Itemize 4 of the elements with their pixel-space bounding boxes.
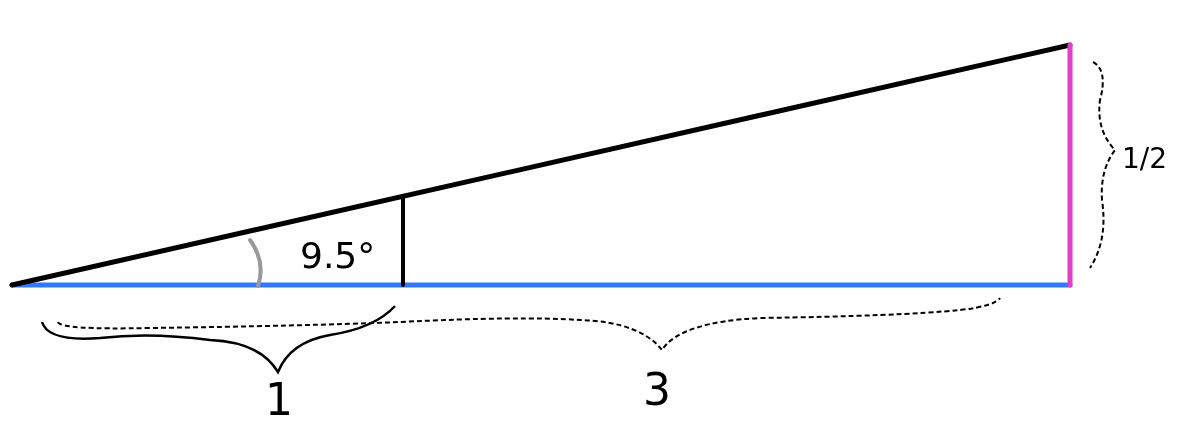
length-label: 3 bbox=[643, 368, 671, 412]
fraction-label: 1/2 bbox=[1122, 145, 1168, 173]
angle-label: 9.5° bbox=[300, 238, 376, 274]
length-label: 1 bbox=[265, 378, 293, 422]
